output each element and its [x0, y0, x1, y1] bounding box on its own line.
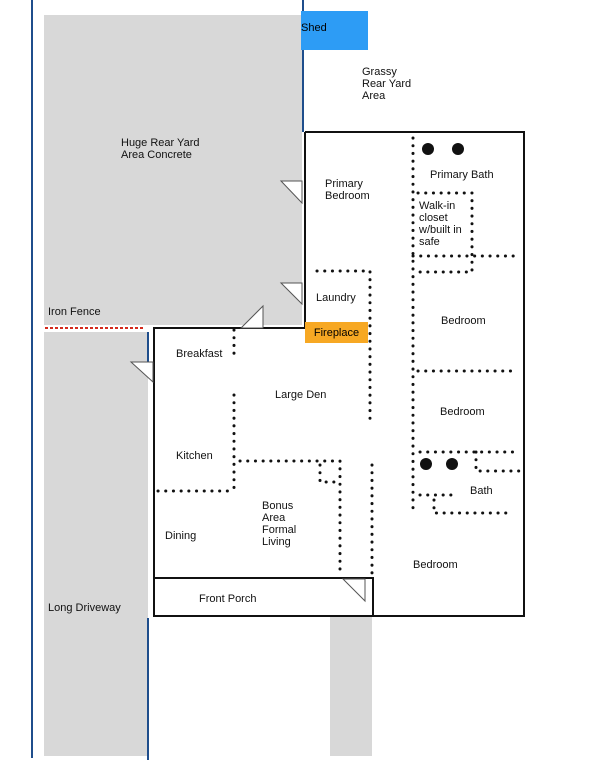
bath-label: Bath	[470, 485, 493, 497]
iron-fence-label: Iron Fence	[48, 306, 101, 318]
bedroom-label-2: Bedroom	[440, 406, 485, 418]
long-driveway-label: Long Driveway	[48, 602, 121, 614]
shed-box	[301, 11, 368, 50]
primary-bath-label: Primary Bath	[430, 169, 494, 181]
large-den-label: Large Den	[275, 389, 327, 401]
front-porch-label: Front Porch	[199, 593, 257, 605]
long-driveway-paving	[44, 332, 148, 756]
kitchen-label: Kitchen	[176, 450, 213, 462]
laundry-label: Laundry	[316, 292, 356, 304]
bedroom-label-3: Bedroom	[413, 559, 458, 571]
fixture-dots	[420, 143, 464, 470]
bonus-area-label: Bonus Area Formal Living	[262, 500, 297, 548]
dining-label: Dining	[165, 530, 197, 542]
concrete-yard-label: Huge Rear Yard Area Concrete	[121, 137, 200, 161]
door-markers	[129, 180, 366, 603]
front-walkway	[330, 616, 372, 756]
breakfast-label: Breakfast	[176, 348, 223, 360]
fireplace-box	[305, 322, 368, 343]
concrete-rear-yard	[44, 15, 302, 325]
interior-partitions	[156, 136, 521, 576]
grassy-yard-label: Grassy Rear Yard Area	[362, 66, 412, 102]
walk-in-closet-label: Walk-in closet w/built in safe	[419, 200, 462, 248]
fireplace-label: Fireplace	[313, 327, 360, 339]
primary-bedroom-label: Primary Bedroom	[325, 178, 370, 202]
shed-label: Shed	[301, 22, 327, 34]
bedroom-label-1: Bedroom	[441, 315, 486, 327]
